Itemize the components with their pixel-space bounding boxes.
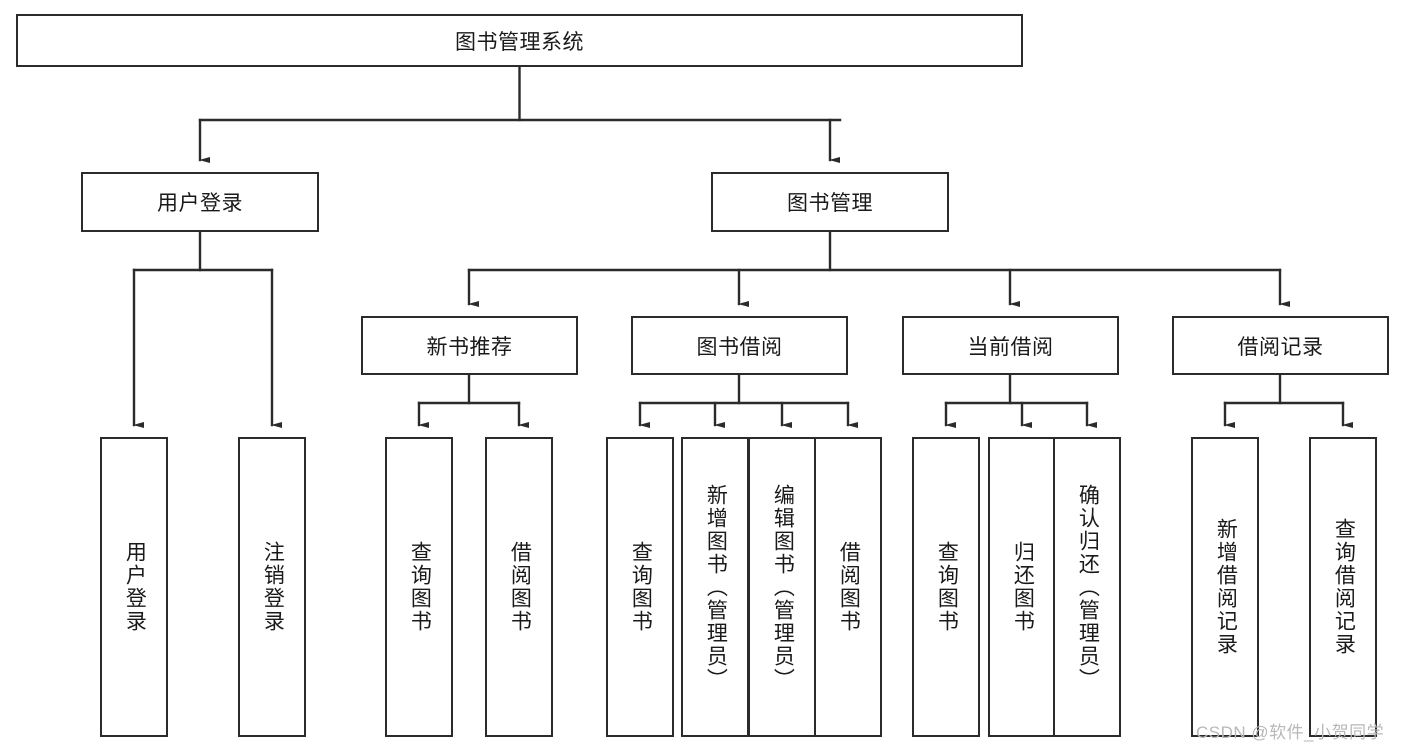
node-user-login[interactable]: 用户登录 [81,172,319,232]
leaf-query-book-2-label: 查询图书 [629,541,653,633]
node-current-borrow-label: 当前借阅 [967,335,1054,359]
leaf-borrow-book-2-label: 借阅图书 [837,541,861,633]
leaf-confirm-return-label: 确认归还（管理员） [1076,483,1100,691]
node-book-management-label: 图书管理 [787,192,873,215]
leaf-query-book-1[interactable]: 查询图书 [385,437,453,737]
leaf-query-book-2[interactable]: 查询图书 [606,437,674,737]
node-root-label: 图书管理系统 [455,30,584,54]
leaf-logout-label: 注销登录 [261,541,285,633]
node-new-book-recommend-label: 新书推荐 [426,335,513,359]
watermark: CSDN @软件_小贺同学 [1196,723,1385,742]
leaf-confirm-return[interactable]: 确认归还（管理员） [1053,437,1121,737]
leaf-borrow-book-1[interactable]: 借阅图书 [485,437,553,737]
node-borrow-record-label: 借阅记录 [1237,335,1324,359]
leaf-add-book-label: 新增图书（管理员） [704,483,728,691]
leaf-borrow-book-1-label: 借阅图书 [508,541,532,633]
leaf-edit-book[interactable]: 编辑图书（管理员） [748,437,816,737]
node-book-management[interactable]: 图书管理 [711,172,949,232]
leaf-edit-book-label: 编辑图书（管理员） [771,483,795,691]
leaf-add-record[interactable]: 新增借阅记录 [1191,437,1259,737]
leaf-add-record-label: 新增借阅记录 [1214,518,1238,656]
leaf-query-book-3-label: 查询图书 [935,541,959,633]
leaf-return-book-label: 归还图书 [1011,541,1035,633]
node-book-borrow[interactable]: 图书借阅 [631,316,848,375]
node-root[interactable]: 图书管理系统 [16,14,1023,67]
node-new-book-recommend[interactable]: 新书推荐 [361,316,578,375]
leaf-query-book-3[interactable]: 查询图书 [912,437,980,737]
leaf-return-book[interactable]: 归还图书 [988,437,1056,737]
leaf-borrow-book-2[interactable]: 借阅图书 [814,437,882,737]
node-user-login-label: 用户登录 [157,192,243,215]
node-current-borrow[interactable]: 当前借阅 [902,316,1119,375]
leaf-query-record[interactable]: 查询借阅记录 [1309,437,1377,737]
leaf-add-book[interactable]: 新增图书（管理员） [681,437,749,737]
leaf-user-login-label: 用户登录 [123,541,147,633]
leaf-logout[interactable]: 注销登录 [238,437,306,737]
leaf-user-login[interactable]: 用户登录 [100,437,168,737]
node-borrow-record[interactable]: 借阅记录 [1172,316,1389,375]
leaf-query-record-label: 查询借阅记录 [1332,518,1356,656]
leaf-query-book-1-label: 查询图书 [408,541,432,633]
node-book-borrow-label: 图书借阅 [696,335,783,359]
